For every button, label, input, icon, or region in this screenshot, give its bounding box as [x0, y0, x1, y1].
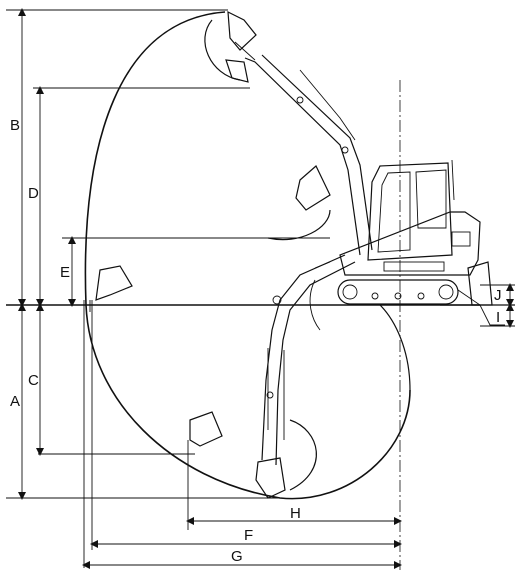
- label-i: I: [496, 309, 500, 326]
- label-b: B: [10, 117, 20, 134]
- reach-envelope: [84, 11, 411, 500]
- reference-lines: [6, 9, 330, 499]
- boom-lowered: [255, 254, 356, 499]
- bucket-mid: [225, 59, 249, 83]
- label-h: H: [290, 505, 301, 522]
- upper-structure: [339, 211, 481, 276]
- body-panel: [383, 261, 445, 272]
- excavator-body: [337, 159, 505, 326]
- bucket-top: [227, 10, 257, 51]
- track: [337, 279, 459, 305]
- label-f: F: [244, 527, 253, 544]
- bucket-low-reach: [189, 411, 223, 447]
- cab-rear-window: [415, 169, 447, 229]
- label-j: J: [494, 287, 502, 304]
- bucket-positions: [95, 165, 331, 447]
- boom-raised: [204, 10, 373, 256]
- label-e: E: [60, 264, 70, 281]
- label-g: G: [231, 548, 243, 565]
- cab-door-window: [377, 171, 411, 253]
- label-a: A: [10, 393, 20, 410]
- label-c: C: [28, 372, 39, 389]
- antenna: [451, 159, 455, 201]
- bucket-dig: [255, 457, 286, 499]
- bucket-far-reach: [95, 265, 133, 301]
- engine-grille: [451, 231, 471, 247]
- dozer-blade: [467, 261, 493, 306]
- cab: [367, 162, 453, 261]
- dozer-lower-edge: [457, 289, 505, 326]
- swing-arc: [309, 279, 321, 331]
- label-d: D: [28, 185, 39, 202]
